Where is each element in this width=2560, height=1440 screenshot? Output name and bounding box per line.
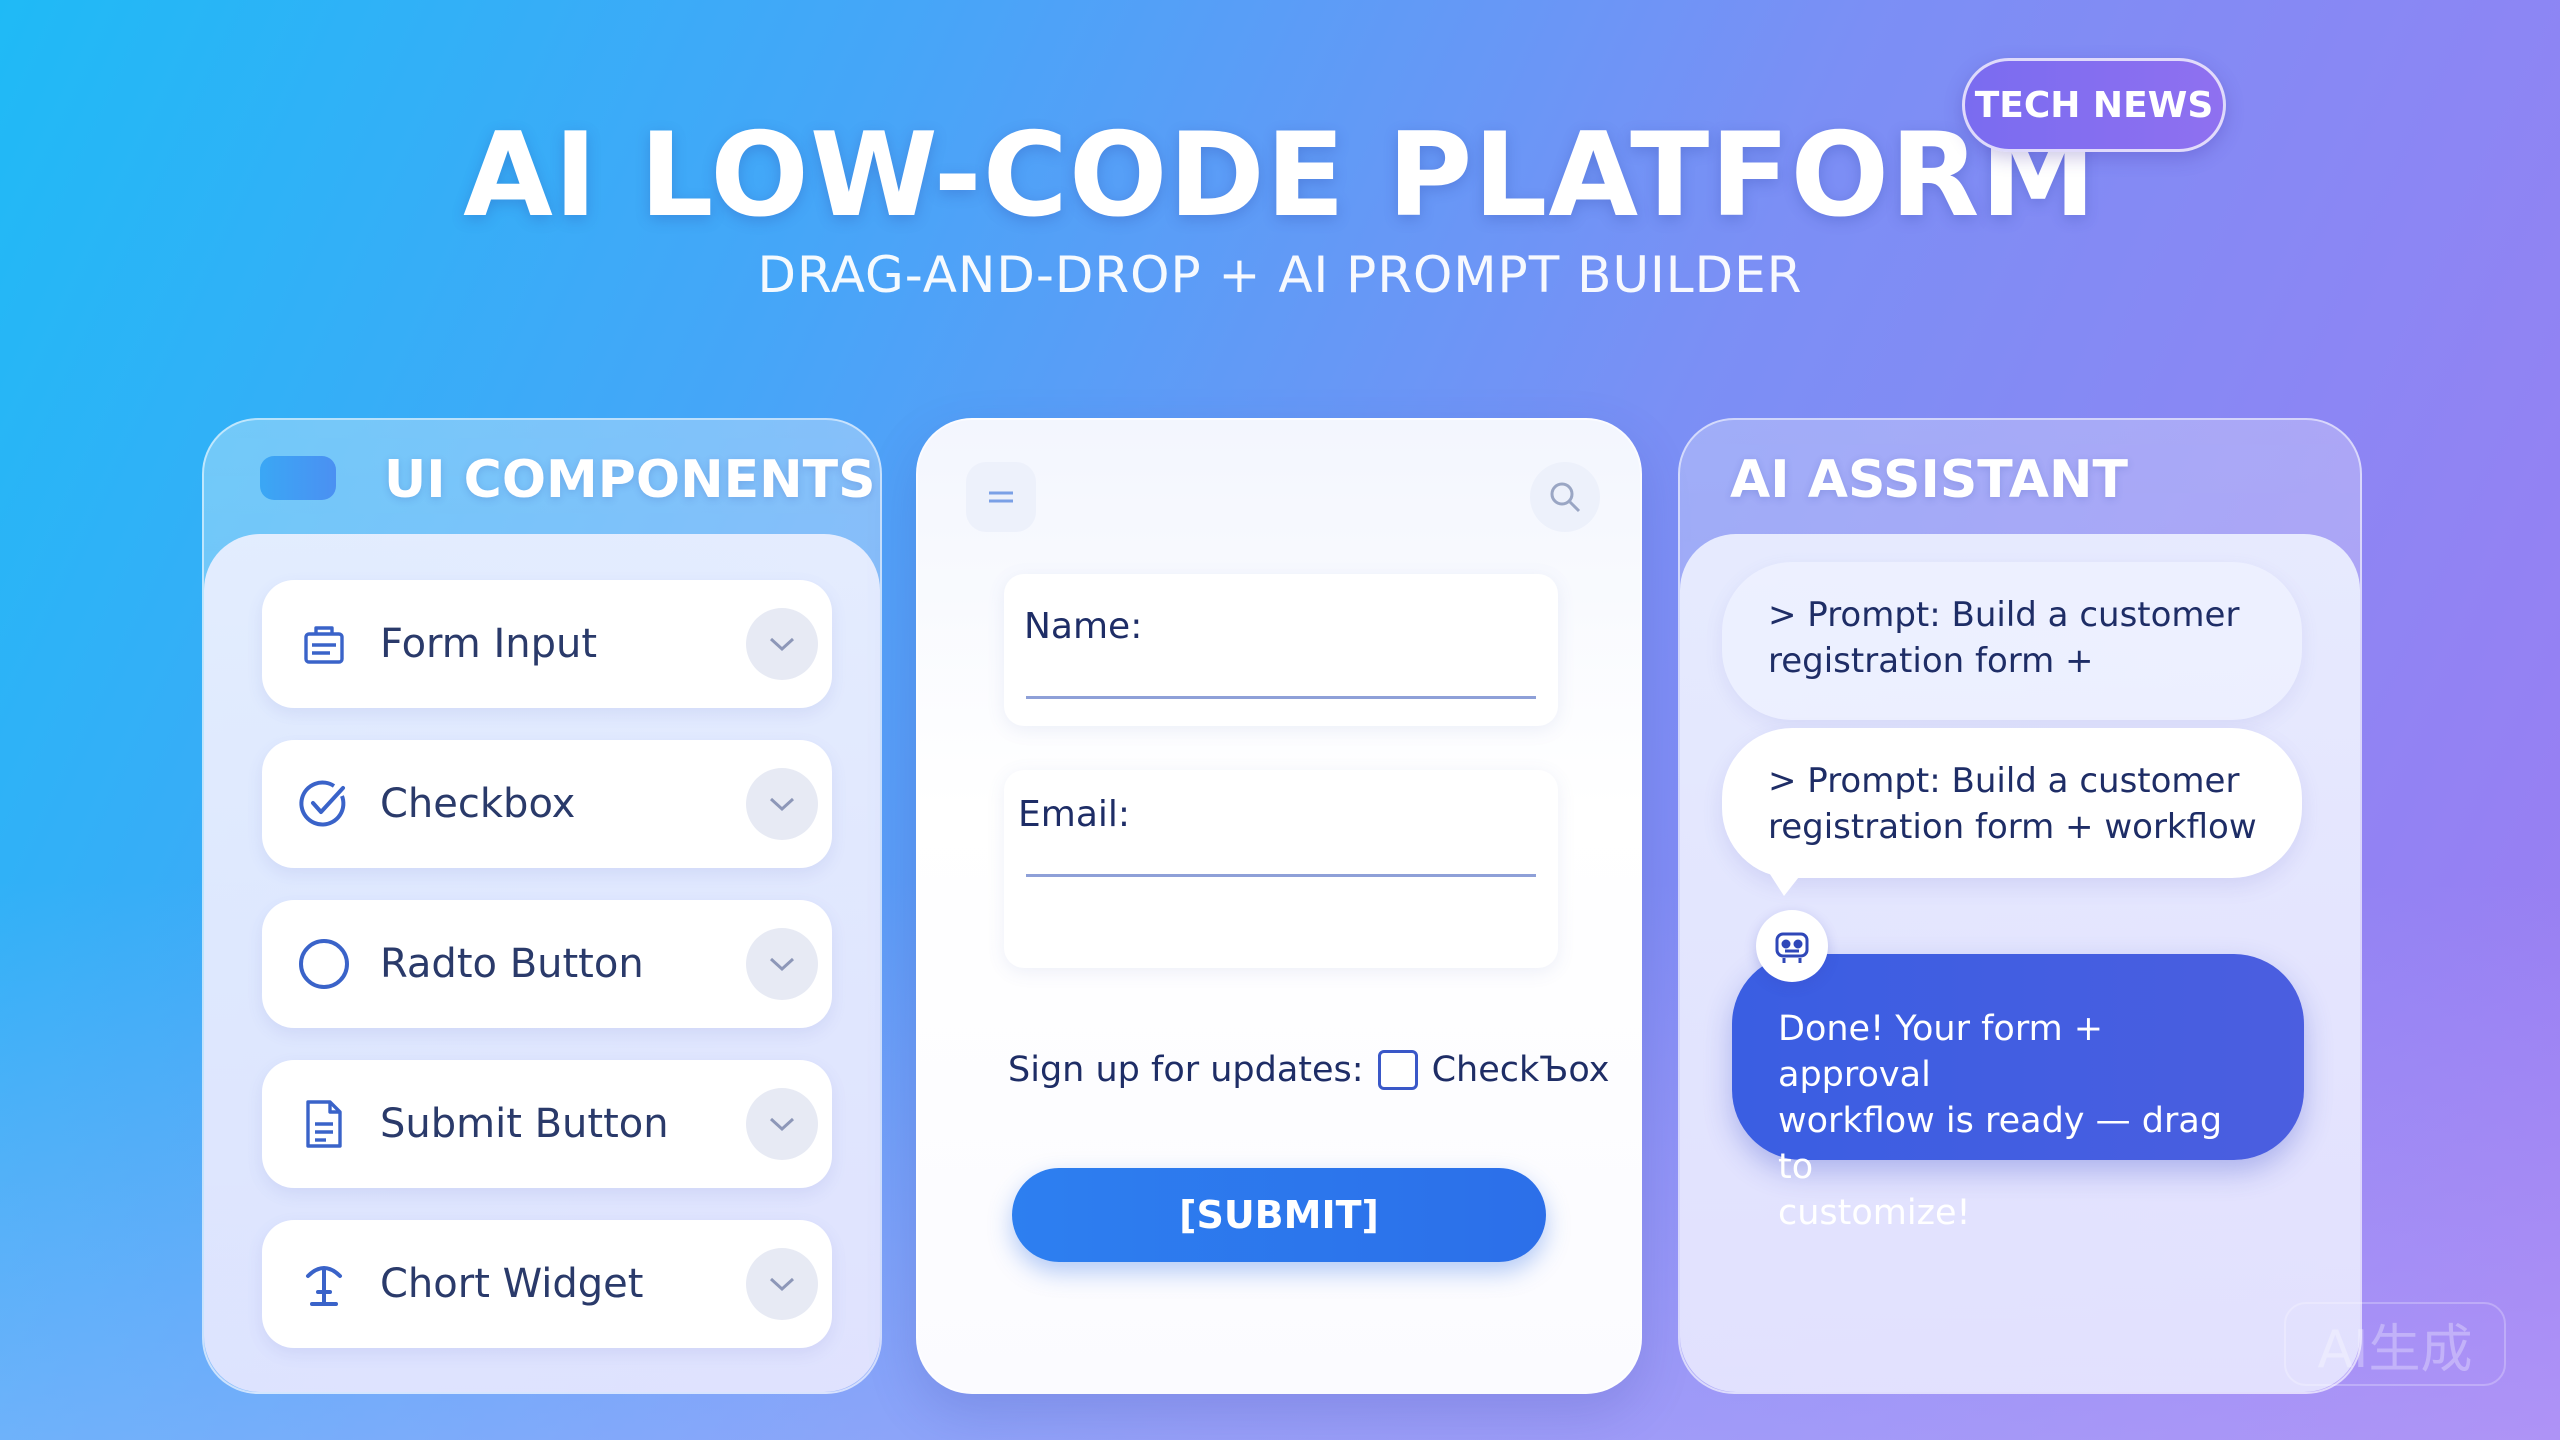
tech-news-badge[interactable]: TECH NEWS <box>1962 58 2226 152</box>
message-line: Done! Your form + approval <box>1778 1009 2104 1095</box>
form-preview-panel: Name: Email: Sign up for updates: CheckЪ… <box>916 418 1642 1394</box>
message-line: > Prompt: Build a customer <box>1768 761 2240 801</box>
document-icon <box>292 1092 356 1156</box>
updates-checkbox[interactable] <box>1377 1050 1418 1090</box>
components-panel: UI COMPONENTS Form Input <box>202 418 882 1394</box>
chevron-down-icon[interactable] <box>746 768 818 840</box>
prompt-message-1: > Prompt: Build a customer registration … <box>1722 562 2302 720</box>
assistant-chat-container: > Prompt: Build a customer registration … <box>1680 534 2360 1392</box>
chevron-down-icon[interactable] <box>746 928 818 1000</box>
component-label: Submit Button <box>380 1101 669 1147</box>
form-icon <box>292 612 356 676</box>
chevron-down-icon[interactable] <box>746 1248 818 1320</box>
widget-icon <box>292 1252 356 1316</box>
components-heading: UI COMPONENTS <box>384 450 876 510</box>
robot-icon <box>1756 910 1828 982</box>
search-icon[interactable] <box>1530 462 1600 532</box>
watermark: AI生成 <box>2284 1302 2506 1386</box>
assistant-panel: AI ASSISTANT > Prompt: Build a customer … <box>1678 418 2362 1394</box>
chevron-down-icon[interactable] <box>746 1088 818 1160</box>
components-list-container: Form Input Checkbox Rad <box>204 534 880 1392</box>
signup-row: Sign up for updates: CheckЪox <box>1008 1040 1609 1100</box>
chevron-down-icon[interactable] <box>746 608 818 680</box>
menu-icon[interactable] <box>966 462 1036 532</box>
component-label: Chort Widget <box>380 1261 644 1307</box>
component-label: Form Input <box>380 621 598 667</box>
checkbox-label: CheckЪox <box>1431 1050 1610 1090</box>
prompt-message-2: > Prompt: Build a customer registration … <box>1722 728 2302 878</box>
component-label: Checkbox <box>380 781 576 827</box>
toggle-pill-icon <box>260 456 336 500</box>
submit-button[interactable]: [SUBMIT] <box>1012 1168 1546 1262</box>
component-radio-button[interactable]: Radto Button <box>262 900 832 1028</box>
check-circle-icon <box>292 772 356 836</box>
assistant-heading: AI ASSISTANT <box>1730 450 2128 510</box>
message-line: > Prompt: Build a customer <box>1768 595 2240 635</box>
name-input-line[interactable] <box>1026 696 1536 699</box>
bubble-tail <box>1766 868 1806 896</box>
radio-icon <box>292 932 356 996</box>
message-line: customize! <box>1778 1193 1971 1233</box>
name-field[interactable]: Name: <box>1004 574 1558 726</box>
component-submit-button[interactable]: Submit Button <box>262 1060 832 1188</box>
email-input-line[interactable] <box>1026 874 1536 877</box>
page-title: AI LOW-CODE PLATFORM <box>463 108 2097 243</box>
assistant-reply-message: Done! Your form + approval workflow is r… <box>1732 954 2304 1233</box>
email-label: Email: <box>1018 794 1131 835</box>
message-line: registration form + workflow <box>1768 807 2257 847</box>
message-line: workflow is ready — drag to <box>1778 1101 2223 1187</box>
component-chart-widget[interactable]: Chort Widget <box>262 1220 832 1348</box>
component-label: Radto Button <box>380 941 644 987</box>
page-subtitle: DRAG-AND-DROP + AI PROMPT BUILDER <box>757 246 1803 304</box>
signup-label: Sign up for updates: <box>1008 1050 1364 1090</box>
component-checkbox[interactable]: Checkbox <box>262 740 832 868</box>
email-field[interactable]: Email: <box>1004 770 1558 968</box>
name-label: Name: <box>1024 606 1143 647</box>
component-form-input[interactable]: Form Input <box>262 580 832 708</box>
message-line: registration form + <box>1768 641 2094 681</box>
